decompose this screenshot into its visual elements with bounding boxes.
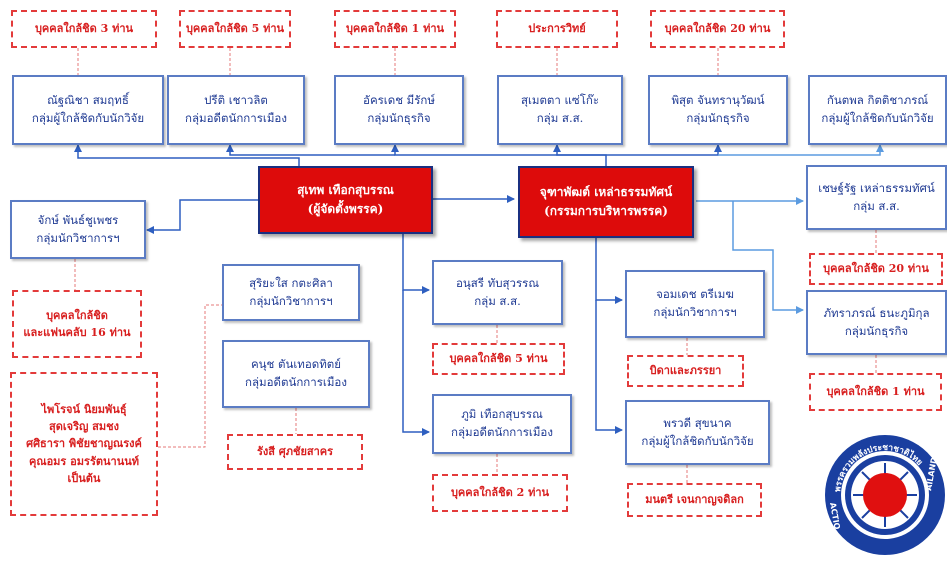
member-phumi: ภูมิ เทือกสุบรรณ กลุ่มอดีตนักการเมือง	[432, 394, 572, 454]
member-akharadet-name: อัครเดช มีรักษ์	[363, 93, 435, 108]
member-akharadet: อัครเดช มีรักษ์ กลุ่มนักธุรกิจ	[334, 75, 464, 145]
member-suriyasai: สุริยะใส กตะศิลา กลุ่มนักวิชาการฯ	[222, 264, 360, 321]
member-preeti-name: ปรีติ เชาวลิต	[204, 93, 268, 108]
connector-phumi	[402, 290, 430, 436]
connector-kanphon	[718, 144, 884, 156]
note-close-16-line-1: บุคคลใกล้ชิด	[46, 308, 108, 322]
note-close-20b: บุคคลใกล้ชิด 20 ท่าน	[809, 253, 943, 285]
note-montri-line-1: มนตรี เจนกาญจดิลก	[645, 493, 744, 507]
note-close-1a: บุคคลใกล้ชิด 1 ท่าน	[334, 10, 456, 48]
note-montri: มนตรี เจนกาญจดิลก	[627, 483, 762, 517]
note-close-2: บุคคลใกล้ชิด 2 ท่าน	[432, 474, 568, 512]
note-close-3-line-1: บุคคลใกล้ชิด 3 ท่าน	[34, 22, 134, 36]
member-phonwadee-name: พรวดี สุขนาค	[663, 415, 732, 430]
note-close-5a: บุคคลใกล้ชิด 5 ท่าน	[179, 10, 291, 48]
member-chak-group: กลุ่มนักวิชาการฯ	[36, 230, 120, 245]
connector-preeti	[226, 144, 395, 156]
member-natticha-group: กลุ่มผู้ใกล้ชิดกับนักวิจัย	[31, 111, 145, 125]
note-names-line-4: คุณอมร อมรรัตนานนท์	[29, 454, 139, 468]
note-names-line-5: เป็นต้น	[67, 471, 101, 485]
leader-suthep: สุเทพ เทือกสุบรรณ (ผู้จัดตั้งพรรค)	[258, 166, 433, 234]
note-close-16: บุคคลใกล้ชิด และแฟนคลับ 16 ท่าน	[12, 290, 142, 358]
member-kanphon-name: กันตพล กิตติชาภรณ์	[826, 93, 929, 108]
leader-suthep-name: สุเทพ เทือกสุบรรณ	[297, 183, 394, 198]
member-phumi-group: กลุ่มอดีตนักการเมือง	[451, 425, 553, 439]
member-phonwadee: พรวดี สุขนาค กลุ่มผู้ใกล้ชิดกับนักวิจัย	[625, 400, 770, 465]
note-close-5a-line-1: บุคคลใกล้ชิด 5 ท่าน	[185, 22, 285, 36]
member-chetsada-name: เชษฐ์รัฐ เหล่าธรรมทัศน์	[818, 180, 935, 195]
member-phattharaporn-group: กลุ่มนักธุรกิจ	[844, 323, 909, 338]
leader-jutaphat-role: (กรรมการบริหารพรรค)	[544, 204, 668, 218]
member-phumi-name: ภูมิ เทือกสุบรรณ	[461, 407, 543, 422]
note-close-3: บุคคลใกล้ชิด 3 ท่าน	[11, 10, 157, 48]
connector-natticha	[74, 144, 300, 166]
note-close-2-line-1: บุคคลใกล้ชิด 2 ท่าน	[450, 486, 550, 500]
member-pisut: พิสุต จันทรานุวัฒน์ กลุ่มนักธุรกิจ	[648, 75, 788, 145]
note-bida-line-1: บิดาและภรรยา	[649, 364, 722, 378]
member-anusorn-name: อนุสรี ทับสุวรรณ	[456, 275, 539, 290]
connector-lines	[74, 48, 884, 483]
note-close-20a: บุคคลใกล้ชิด 20 ท่าน	[650, 10, 785, 48]
member-khanut-name: คนุช ตันเทอดทิตย์	[250, 357, 342, 372]
member-chak: จักษ์ พันธ์ชูเพชร กลุ่มนักวิชาการฯ	[10, 200, 146, 259]
dash-npai	[158, 304, 222, 448]
member-natticha-name: ณัฐณิชา สมฤทธิ์	[47, 93, 129, 108]
member-phattharaporn-name: ภัทราภรณ์ ธนะภูมิกุล	[823, 305, 930, 320]
connector-sumetta	[553, 144, 606, 156]
note-close-1a-line-1: บุคคลใกล้ชิด 1 ท่าน	[345, 22, 445, 36]
member-preeti: ปรีติ เชาวลิต กลุ่มอดีตนักการเมือง	[167, 75, 305, 145]
note-names-list: ไพโรจน์ นิยมพันธุ์ สุดเจริญ สมชง ศศิธารา…	[10, 372, 158, 516]
party-logo: พรรครวมพลังประชาชาติไทย ACTIO AILAND	[825, 435, 945, 555]
note-radio: ประการวิทย์	[496, 10, 618, 48]
member-preeti-group: กลุ่มอดีตนักการเมือง	[185, 111, 287, 125]
note-close-5b-line-1: บุคคลใกล้ชิด 5 ท่าน	[449, 352, 548, 366]
member-suriyasai-group: กลุ่มนักวิชาการฯ	[249, 293, 333, 308]
note-close-1b-line-1: บุคคลใกล้ชิด 1 ท่าน	[826, 385, 925, 399]
leader-jutaphat: จุฑาพัฒต์ เหล่าธรรมทัศน์ (กรรมการบริหารพ…	[518, 166, 694, 238]
connector-phattharaporn	[732, 201, 804, 314]
note-radio-line-1: ประการวิทย์	[528, 22, 586, 36]
note-names-line-2: สุดเจริญ สมชง	[49, 420, 119, 434]
member-pisut-name: พิสุต จันทรานุวัฒน์	[671, 93, 765, 108]
member-pisut-group: กลุ่มนักธุรกิจ	[686, 111, 750, 125]
note-close-16-line-2: และแฟนคลับ 16 ท่าน	[23, 326, 131, 339]
member-chomdet-group: กลุ่มนักวิชาการฯ	[653, 305, 737, 319]
member-kanphon: กันตพล กิตติชาภรณ์ กลุ่มผู้ใกล้ชิดกับนัก…	[808, 75, 947, 145]
connector-pisut	[606, 144, 722, 156]
member-chetsada: เชษฐ์รัฐ เหล่าธรรมทัศน์ กลุ่ม ส.ส.	[806, 165, 947, 230]
note-close-20b-line-1: บุคคลใกล้ชิด 20 ท่าน	[823, 262, 929, 276]
member-akharadet-group: กลุ่มนักธุรกิจ	[367, 111, 431, 125]
note-close-20a-line-1: บุคคลใกล้ชิด 20 ท่าน	[664, 22, 771, 36]
note-close-1b: บุคคลใกล้ชิด 1 ท่าน	[809, 373, 942, 411]
member-chak-name: จักษ์ พันธ์ชูเพชร	[37, 212, 119, 227]
note-close-5b: บุคคลใกล้ชิด 5 ท่าน	[432, 343, 565, 375]
leader-jutaphat-name: จุฑาพัฒต์ เหล่าธรรมทัศน์	[539, 185, 673, 200]
note-names-line-3: ศศิธารา พิชัยชาญณรงค์	[26, 437, 142, 451]
member-sumetta: สุเมตตา แซ่โก๊ะ กลุ่ม ส.ส.	[497, 75, 623, 145]
member-sumetta-group: กลุ่ม ส.ส.	[536, 111, 584, 125]
connector-anusorn	[402, 234, 430, 294]
note-rungsi-line-1: รังสี ศุภชัยสาคร	[256, 445, 334, 459]
connector-chak	[146, 199, 258, 234]
member-sumetta-name: สุเมตตา แซ่โก๊ะ	[520, 93, 600, 108]
note-bida: บิดาและภรรยา	[627, 355, 744, 387]
member-phonwadee-group: กลุ่มผู้ใกล้ชิดกับนักวิจัย	[641, 433, 754, 448]
member-phattharaporn: ภัทราภรณ์ ธนะภูมิกุล กลุ่มนักธุรกิจ	[806, 290, 947, 355]
member-anusorn: อนุสรี ทับสุวรรณ กลุ่ม ส.ส.	[432, 260, 563, 325]
member-natticha: ณัฐณิชา สมฤทธิ์ กลุ่มผู้ใกล้ชิดกับนักวิจ…	[12, 75, 164, 145]
member-khanut-group: กลุ่มอดีตนักการเมือง	[245, 375, 347, 389]
member-chomdet-name: จอมเดช ตรีเมฆ	[656, 287, 734, 302]
member-kanphon-group: กลุ่มผู้ใกล้ชิดกับนักวิจัย	[821, 111, 934, 125]
connector-akharadet	[391, 144, 607, 166]
note-rungsi: รังสี ศุภชัยสาคร	[227, 434, 363, 470]
member-chomdet: จอมเดช ตรีเมฆ กลุ่มนักวิชาการฯ	[625, 270, 765, 338]
member-khanut: คนุช ตันเทอดทิตย์ กลุ่มอดีตนักการเมือง	[222, 340, 370, 408]
member-suriyasai-name: สุริยะใส กตะศิลา	[249, 275, 333, 290]
connector-chomdet	[595, 238, 623, 304]
note-names-line-1: ไพโรจน์ นิยมพันธุ์	[41, 403, 127, 417]
member-anusorn-group: กลุ่ม ส.ส.	[474, 293, 521, 308]
connector-phonwadee	[595, 300, 623, 434]
leader-suthep-role: (ผู้จัดตั้งพรรค)	[307, 202, 384, 216]
member-chetsada-group: กลุ่ม ส.ส.	[853, 198, 900, 213]
